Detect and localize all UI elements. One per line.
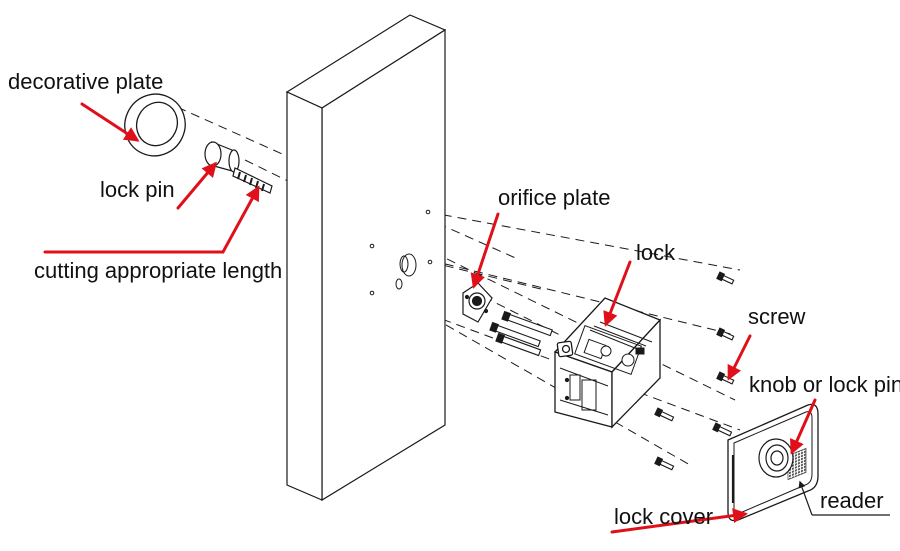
label-knob-or-lock-pin: knob or lock pin — [749, 372, 900, 397]
mounting-bolts — [489, 310, 553, 357]
knob — [758, 438, 794, 478]
label-orifice-plate: orifice plate — [498, 185, 611, 210]
small-screws — [654, 271, 735, 471]
lock-body — [553, 297, 662, 429]
decorative-plate — [124, 93, 186, 157]
label-decorative-plate: decorative plate — [8, 69, 163, 94]
label-lock-pin: lock pin — [100, 177, 175, 202]
label-lock-cover: lock cover — [614, 504, 713, 529]
label-reader: reader — [820, 488, 884, 513]
label-lock: lock — [636, 240, 676, 265]
door-panel — [285, 14, 447, 502]
label-cutting-length: cutting appropriate length — [34, 258, 282, 283]
lock-pin — [204, 141, 273, 194]
reader-arrow — [798, 480, 890, 516]
pointer-arrows — [43, 102, 817, 534]
labels: decorative plate lock pin cutting approp… — [8, 69, 900, 529]
orifice-plate — [462, 282, 493, 323]
door-holes — [369, 209, 433, 296]
label-screw: screw — [748, 304, 806, 329]
